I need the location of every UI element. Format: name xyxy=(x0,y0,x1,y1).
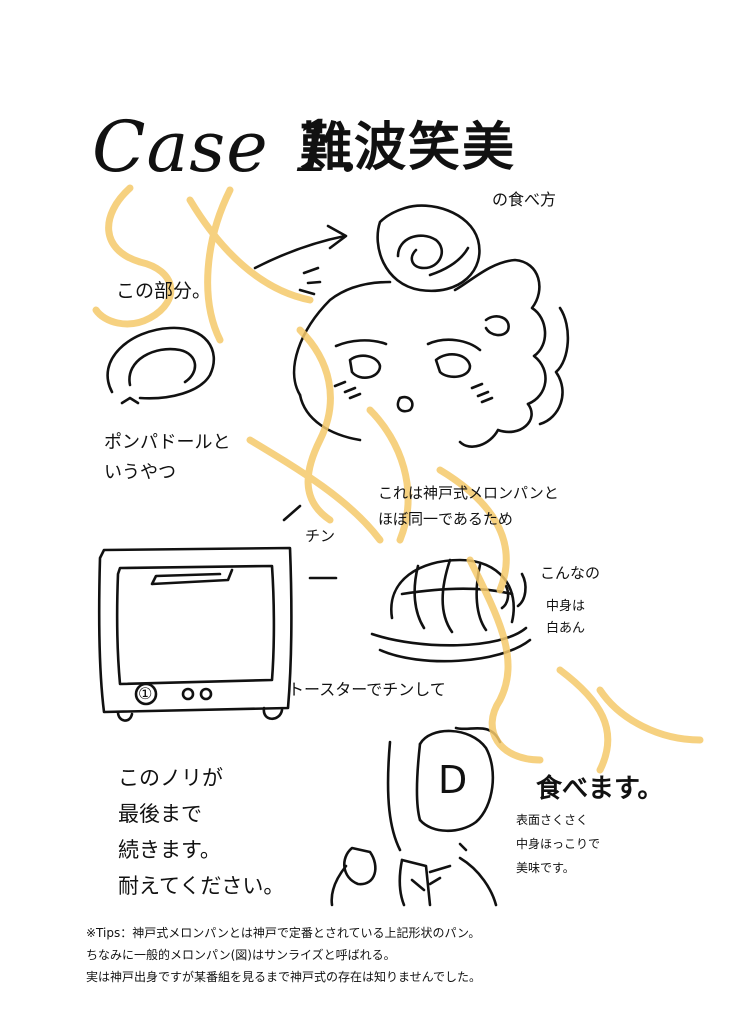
title-character-name: 難波笑美 xyxy=(300,118,517,178)
note-eat: 食べます。 xyxy=(536,774,664,804)
pompadour-sketch xyxy=(106,326,216,405)
arrow-icon xyxy=(253,224,348,270)
eating-character-sketch xyxy=(330,726,502,907)
toaster-dial-label: ① xyxy=(138,684,153,703)
melon-pan-sketch xyxy=(370,558,532,663)
note-endure: このノリが 最後まで 続きます。 耐えてください。 xyxy=(118,766,285,898)
note-toaster: トースターでチンして xyxy=(288,680,446,699)
note-this-part: この部分。 xyxy=(116,280,212,302)
title-subtitle: の食べ方 xyxy=(492,190,557,209)
toaster-sketch xyxy=(97,504,338,722)
note-taste: 表面さくさく 中身ほっこりで 美味です。 xyxy=(516,813,601,875)
note-same-as-kobe: これは神戸式メロンパンと ほぼ同一であるため xyxy=(378,484,559,528)
title-case-label: Case 1. xyxy=(92,106,361,188)
note-filling: 中身は 白あん xyxy=(546,599,586,636)
tips-footnote: ※Tips：神戸式メロンパンとは神戸で定番とされている上記形状のパン。 ちなみに… xyxy=(86,926,482,984)
note-chin: チン xyxy=(305,527,336,545)
character-portrait xyxy=(292,204,570,448)
cap-letter: D xyxy=(438,758,468,802)
note-like-this: こんなの xyxy=(540,564,601,582)
note-pompadour: ポンパドールと いうやつ xyxy=(104,432,231,483)
